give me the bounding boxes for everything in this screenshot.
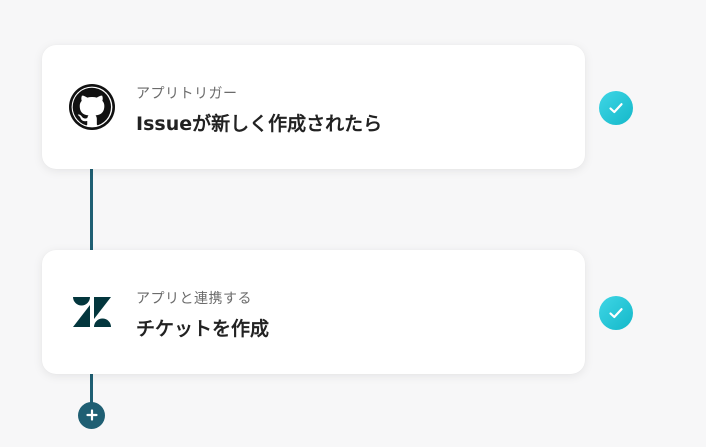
flow-connector [90, 373, 93, 403]
check-icon [599, 296, 633, 330]
check-icon [599, 91, 633, 125]
github-icon [69, 84, 115, 130]
step-title: チケットを作成 [136, 318, 270, 340]
step-type-label: アプリと連携する [136, 291, 252, 307]
add-step-button[interactable] [78, 402, 105, 429]
flow-step-action[interactable]: アプリと連携する チケットを作成 [42, 250, 585, 374]
flow-step-trigger[interactable]: アプリトリガー Issueが新しく作成されたら [42, 45, 585, 169]
zendesk-icon [69, 289, 115, 335]
step-type-label: アプリトリガー [136, 86, 238, 102]
plus-icon [85, 406, 98, 425]
flow-connector [90, 168, 93, 252]
step-title: Issueが新しく作成されたら [136, 113, 383, 135]
